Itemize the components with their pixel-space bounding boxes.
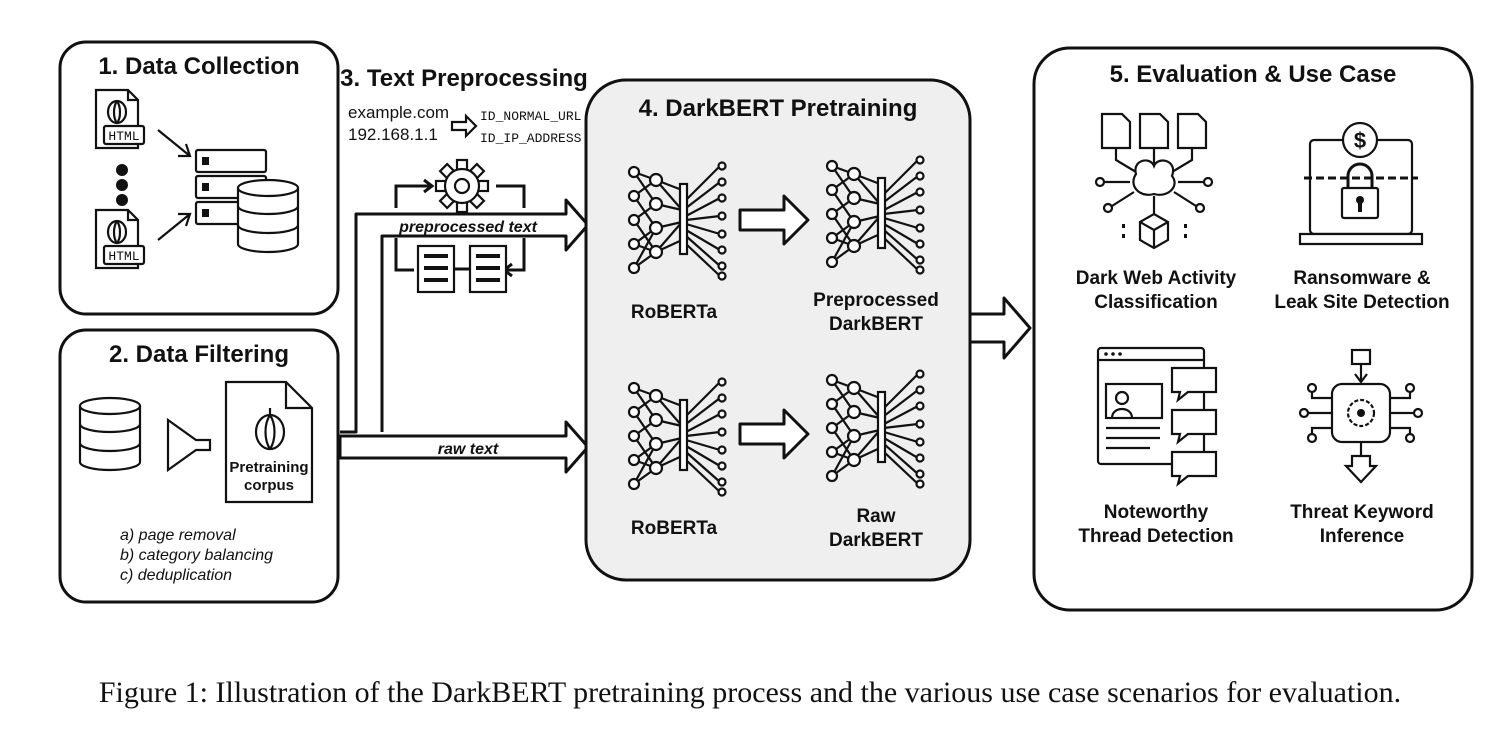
svg-text:HTML: HTML [108,249,139,264]
brain-network-icon [1094,112,1214,250]
token-url: ID_NORMAL_URL [480,109,581,124]
use-case-3-line1: Noteworthy [1104,502,1209,523]
filter-step-b: b) category balancing [120,547,273,564]
html-document-icon: HTML [94,88,146,150]
dollar-icon: $ [1354,128,1366,153]
filter-step-c: c) deduplication [120,567,232,584]
darkbert-pretraining-panel: 4. DarkBERT Pretraining RoBERTa Preproce… [584,78,972,582]
preprocessed-model-label-1: Preprocessed [813,290,939,311]
text-preprocessing-section: 3. Text Preprocessing example.com 192.16… [338,65,590,474]
svg-text:HTML: HTML [108,129,139,144]
figure-caption: Figure 1: Illustration of the DarkBERT p… [98,676,1402,709]
use-case-4-line2: Inference [1320,526,1404,547]
chip-inference-icon [1298,348,1424,484]
database-icon [78,396,142,472]
preprocessed-text-label: preprocessed text [398,219,538,236]
example-url: example.com [348,103,449,122]
evaluation-panel: 5. Evaluation & Use Case Dark Web Activi… [1032,46,1474,612]
html-document-icon: HTML [94,208,146,270]
data-filtering-panel: 2. Data Filtering Pretraining corpus a) … [58,328,340,604]
raw-model-label-2: DarkBERT [829,530,923,551]
darkbert-diagram: 1. Data Collection HTML HTML [58,40,1474,612]
collect-arrow-icon [157,129,192,241]
data-filtering-title: 2. Data Filtering [109,341,289,368]
example-ip: 192.168.1.1 [348,125,438,144]
text-preprocessing-title: 3. Text Preprocessing [340,65,588,92]
ellipsis-dots-icon [116,164,128,206]
use-case-1-line1: Dark Web Activity [1076,268,1237,289]
data-collection-title: 1. Data Collection [98,53,299,80]
pretraining-title: 4. DarkBERT Pretraining [639,95,918,122]
data-collection-panel: 1. Data Collection HTML HTML [58,40,340,316]
preprocessed-text-arrow: preprocessed text [340,198,590,434]
use-case-2-line1: Ransomware & [1293,268,1431,289]
roberta-label-top: RoBERTa [631,302,718,323]
gear-icon [434,158,490,214]
roberta-label-bottom: RoBERTa [631,518,718,539]
use-case-2-line2: Leak Site Detection [1274,292,1449,313]
raw-text-label: raw text [438,441,499,458]
use-case-4-line1: Threat Keyword [1290,502,1434,523]
ransomware-laptop-icon: $ [1298,121,1424,246]
token-ip: ID_IP_ADDRESS [480,131,582,146]
database-icon [236,178,300,254]
corpus-label-line2: corpus [244,477,294,494]
use-case-1-line2: Classification [1094,292,1218,313]
funnel-icon [166,417,212,473]
corpus-label-line1: Pretraining [229,459,308,476]
filter-step-a: a) page removal [120,527,236,544]
pretraining-corpus-icon: Pretraining corpus [224,380,314,504]
use-case-3-line2: Thread Detection [1078,526,1233,547]
to-evaluation-arrow [968,296,1032,360]
thread-chat-icon [1096,346,1218,487]
map-arrow-icon [450,113,478,139]
raw-model-label-1: Raw [856,506,895,527]
raw-text-arrow: raw text [338,420,590,474]
evaluation-title: 5. Evaluation & Use Case [1110,61,1397,88]
document-list-icon [416,244,508,294]
refresh-cycle-icon [394,178,526,278]
preprocessed-model-label-2: DarkBERT [829,314,923,335]
